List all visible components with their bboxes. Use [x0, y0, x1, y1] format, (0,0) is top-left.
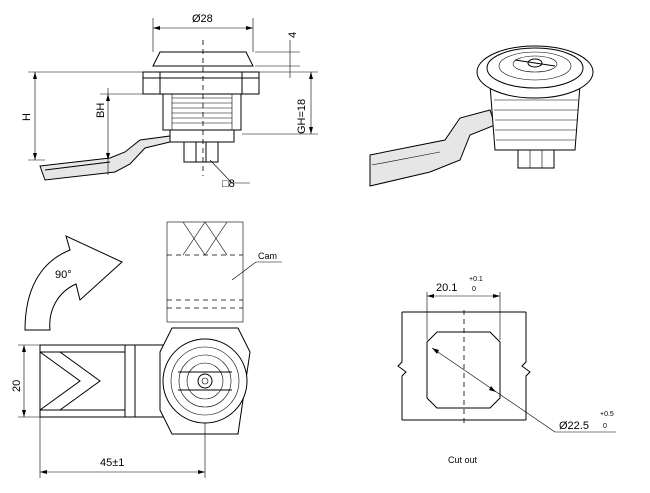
- side-view: Ø28 4: [21, 13, 318, 190]
- label-cam: Cam: [258, 251, 277, 261]
- dim-rotation: 90°: [55, 269, 72, 281]
- cutout-width-tol-lower: 0: [472, 286, 476, 293]
- dim-square: □8: [222, 178, 235, 190]
- dim-top-diameter: Ø28: [192, 13, 213, 25]
- isometric-view: [369, 45, 594, 187]
- dim-bh: BH: [95, 103, 107, 118]
- cutout-view: 20.1 +0.1 0 Ø22.5 +0.5 0 Cut out: [397, 276, 616, 465]
- cutout-diameter-tol-lower: 0: [603, 423, 607, 430]
- cutout-shape: [426, 331, 501, 409]
- cutout-width-tol-upper: +0.1: [469, 276, 483, 283]
- rotation-arrow: [24, 235, 123, 331]
- thread-lines: [171, 94, 233, 130]
- cutout-width-value: 20.1: [436, 282, 457, 294]
- front-view: 90° Cam: [11, 221, 282, 478]
- dim-width: 20: [11, 380, 23, 392]
- cutout-diameter-value: Ø22.5: [559, 420, 589, 432]
- dim-top-thickness: 4: [287, 32, 299, 38]
- cutout-diameter-tol-upper: +0.5: [600, 411, 614, 418]
- cutout-label: Cut out: [448, 455, 478, 465]
- dim-gh: GH=18: [296, 99, 308, 134]
- dim-height: H: [21, 113, 33, 121]
- dim-length: 45±1: [100, 457, 124, 469]
